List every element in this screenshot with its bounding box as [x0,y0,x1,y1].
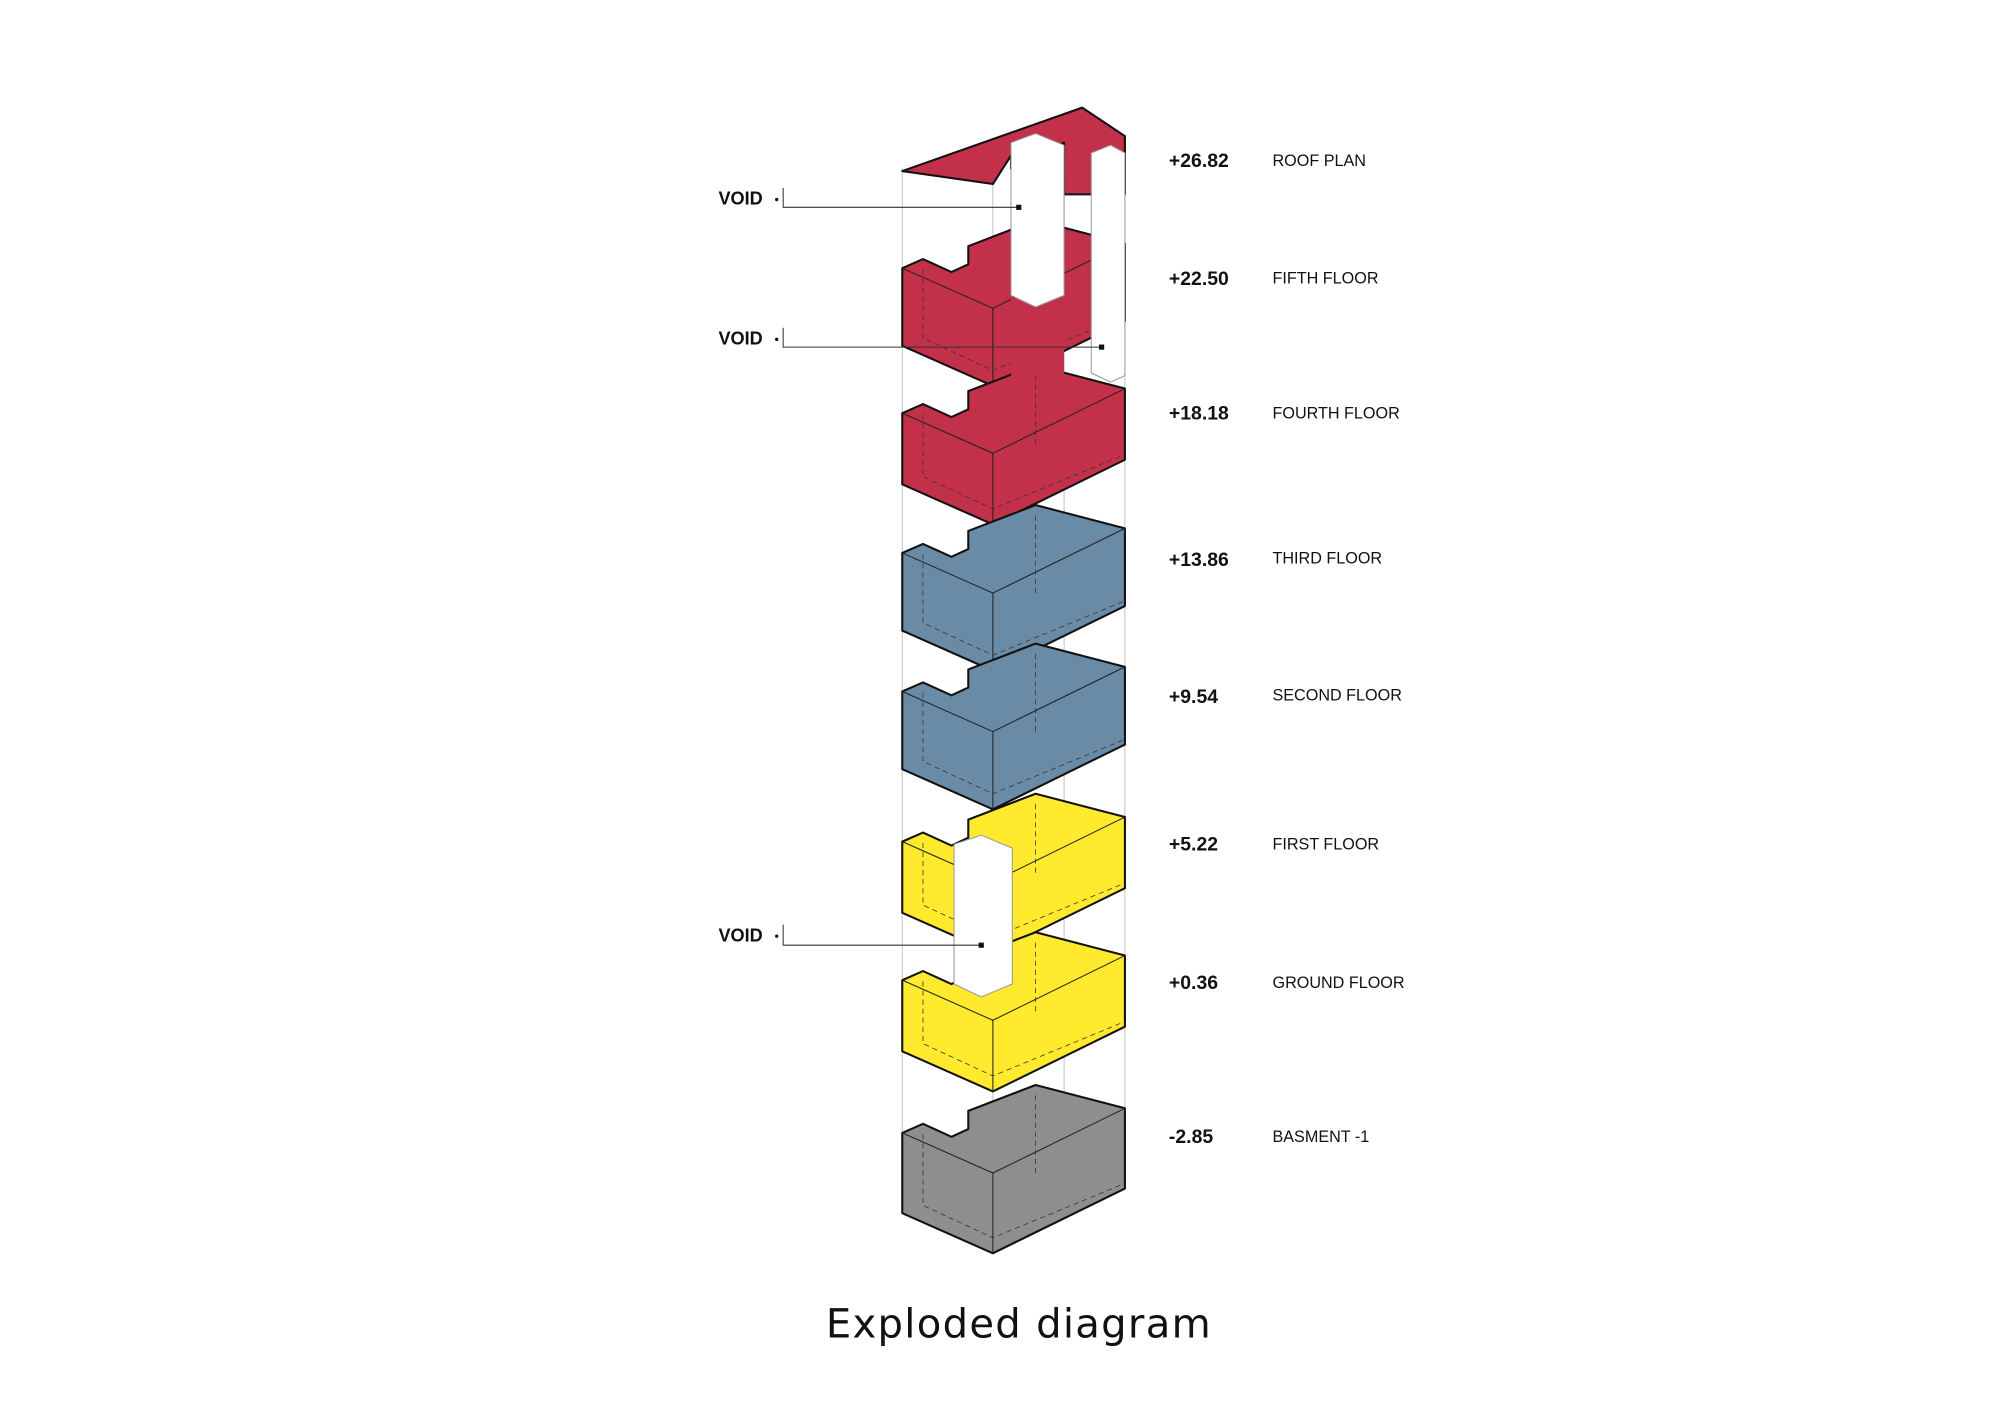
void-leaders [775,187,1105,948]
first-floor-block-outline [901,792,1126,954]
void-shaft-lower [953,834,1013,998]
void-leader-line [782,187,1019,208]
basement-block [901,1083,1126,1255]
level-ground: +0.36 [1169,972,1218,994]
void-dot [775,337,779,342]
ground-floor-block [901,931,1126,1093]
void-label-middle: VOID [718,329,762,349]
void-labels: VOID VOID VOID [718,189,762,946]
name-third: THIRD FLOOR [1272,549,1382,567]
second-floor-block-outline [901,642,1126,811]
level-fourth: +18.18 [1169,403,1229,425]
name-first: FIRST FLOOR [1272,835,1379,853]
level-fifth: +22.50 [1169,268,1229,290]
void-leader-line [782,924,982,946]
fourth-floor-block-outline [901,364,1126,526]
level-second: +9.54 [1169,686,1218,708]
fourth-floor-block-hidden-lines [922,414,1126,510]
level-first: +5.22 [1169,834,1218,856]
name-roof: ROOF PLAN [1272,152,1365,170]
basement-block-outline [901,1083,1126,1255]
floor-labels: +26.82 ROOF PLAN +22.50 FIFTH FLOOR +18.… [1169,150,1405,1148]
third-floor-block [901,504,1126,672]
name-fifth: FIFTH FLOOR [1272,270,1378,288]
basement-block-hidden-lines [922,1134,1126,1239]
void-label-lower: VOID [718,925,762,945]
void-shaft-upper [1010,132,1065,308]
void-leader-line [782,327,1102,348]
ground-floor-block-outline [901,931,1126,1093]
void-shafts [953,132,1126,998]
ground-floor-block-hidden-lines [922,981,1126,1077]
void-dot [775,197,779,202]
void-leader-marker [1099,344,1105,350]
name-second: SECOND FLOOR [1272,687,1401,705]
void-label-upper: VOID [718,189,762,209]
floor-blocks [901,106,1126,1255]
third-floor-block-outline [901,504,1126,672]
void-leader-marker [1016,204,1022,210]
void-leader-marker [978,942,984,948]
level-roof: +26.82 [1169,150,1229,172]
fourth-floor-core [1011,297,1065,376]
name-basement: BASMENT -1 [1272,1128,1369,1146]
void-shaft-middle [1090,144,1126,383]
level-third: +13.86 [1169,549,1229,571]
first-floor-block [901,792,1126,954]
name-fourth: FOURTH FLOOR [1272,404,1399,422]
name-ground: GROUND FLOOR [1272,974,1404,992]
fourth-floor-block [901,364,1126,526]
second-floor-block [901,642,1126,811]
level-basement: -2.85 [1169,1126,1213,1148]
diagram-title: Exploded diagram [826,1301,1212,1347]
void-dot [775,934,779,938]
